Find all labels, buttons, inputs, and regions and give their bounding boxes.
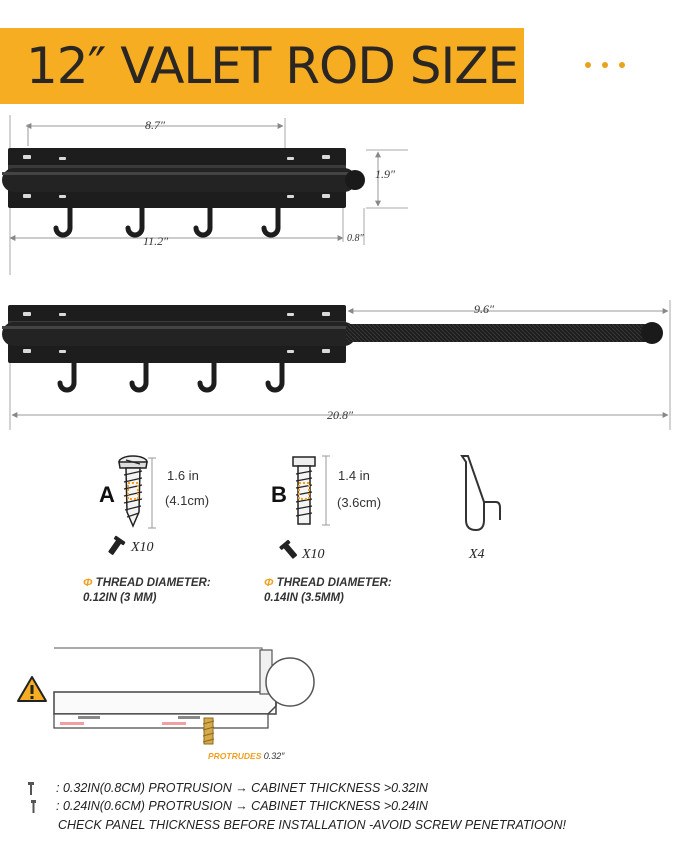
- screw-b-length-cm: (3.6cm): [337, 495, 382, 510]
- screw-a-quantity: X10: [131, 540, 154, 555]
- installation-drawing: [17, 647, 315, 745]
- protrudes-value: 0.32″: [263, 751, 285, 761]
- protrudes-text: PROTRUDES: [208, 751, 262, 761]
- screw-a-thread-label: THREAD DIAMETER:: [95, 577, 211, 589]
- note-screw-icons: [28, 782, 36, 813]
- screw-b-letter: B: [271, 482, 287, 507]
- hook-quantity: X4: [469, 547, 485, 562]
- warning-icon: [17, 676, 47, 702]
- note-protrusion-b: : 0.24IN(0.6CM) PROTRUSION → CABINET THI…: [56, 799, 428, 813]
- dim-rail-length: 11.2″: [143, 234, 169, 248]
- screw-b-thread-label: THREAD DIAMETER:: [276, 577, 392, 589]
- screw-b-thread-value: 0.14IN (3.5MM): [264, 592, 344, 604]
- screw-a-letter: A: [99, 482, 115, 507]
- note-warning: CHECK PANEL THICKNESS BEFORE INSTALLATIO…: [58, 818, 566, 832]
- dim-rod-extension: 9.6″: [474, 302, 494, 316]
- page-title: 12″ VALET ROD SIZE: [26, 37, 519, 95]
- hook-part-drawing: [460, 455, 501, 532]
- screw-b-quantity: X10: [302, 547, 325, 562]
- title-banner: [0, 28, 524, 104]
- note-protrusion-a: : 0.32IN(0.8CM) PROTRUSION → CABINET THI…: [56, 781, 428, 795]
- screw-a-length-in: 1.6 in: [167, 468, 199, 483]
- dim-hook-spacing: 8.7″: [145, 118, 165, 132]
- dim-total-extended: 20.8″: [327, 408, 353, 422]
- diameter-icon: Φ: [264, 577, 274, 589]
- screw-a-thread-value: 0.12IN (3 MM): [83, 592, 157, 604]
- valet-rod-collapsed: [2, 115, 408, 275]
- screw-a-drawing: [108, 455, 156, 555]
- screw-b-length-in: 1.4 in: [338, 468, 370, 483]
- dim-depth: 0.8″: [347, 233, 364, 244]
- screw-b-drawing: [279, 455, 330, 559]
- diameter-icon: Φ: [83, 577, 93, 589]
- screw-a-length-cm: (4.1cm): [165, 493, 210, 508]
- screw-b-thread-info: Φ THREAD DIAMETER: 0.14IN (3.5MM): [264, 576, 392, 606]
- screw-a-thread-info: Φ THREAD DIAMETER: 0.12IN (3 MM): [83, 576, 211, 606]
- protrudes-label: PROTRUDES 0.32″: [208, 751, 284, 761]
- dim-thickness: 1.9″: [375, 167, 395, 181]
- decorative-dots: [585, 62, 625, 68]
- valet-rod-extended: [2, 300, 671, 430]
